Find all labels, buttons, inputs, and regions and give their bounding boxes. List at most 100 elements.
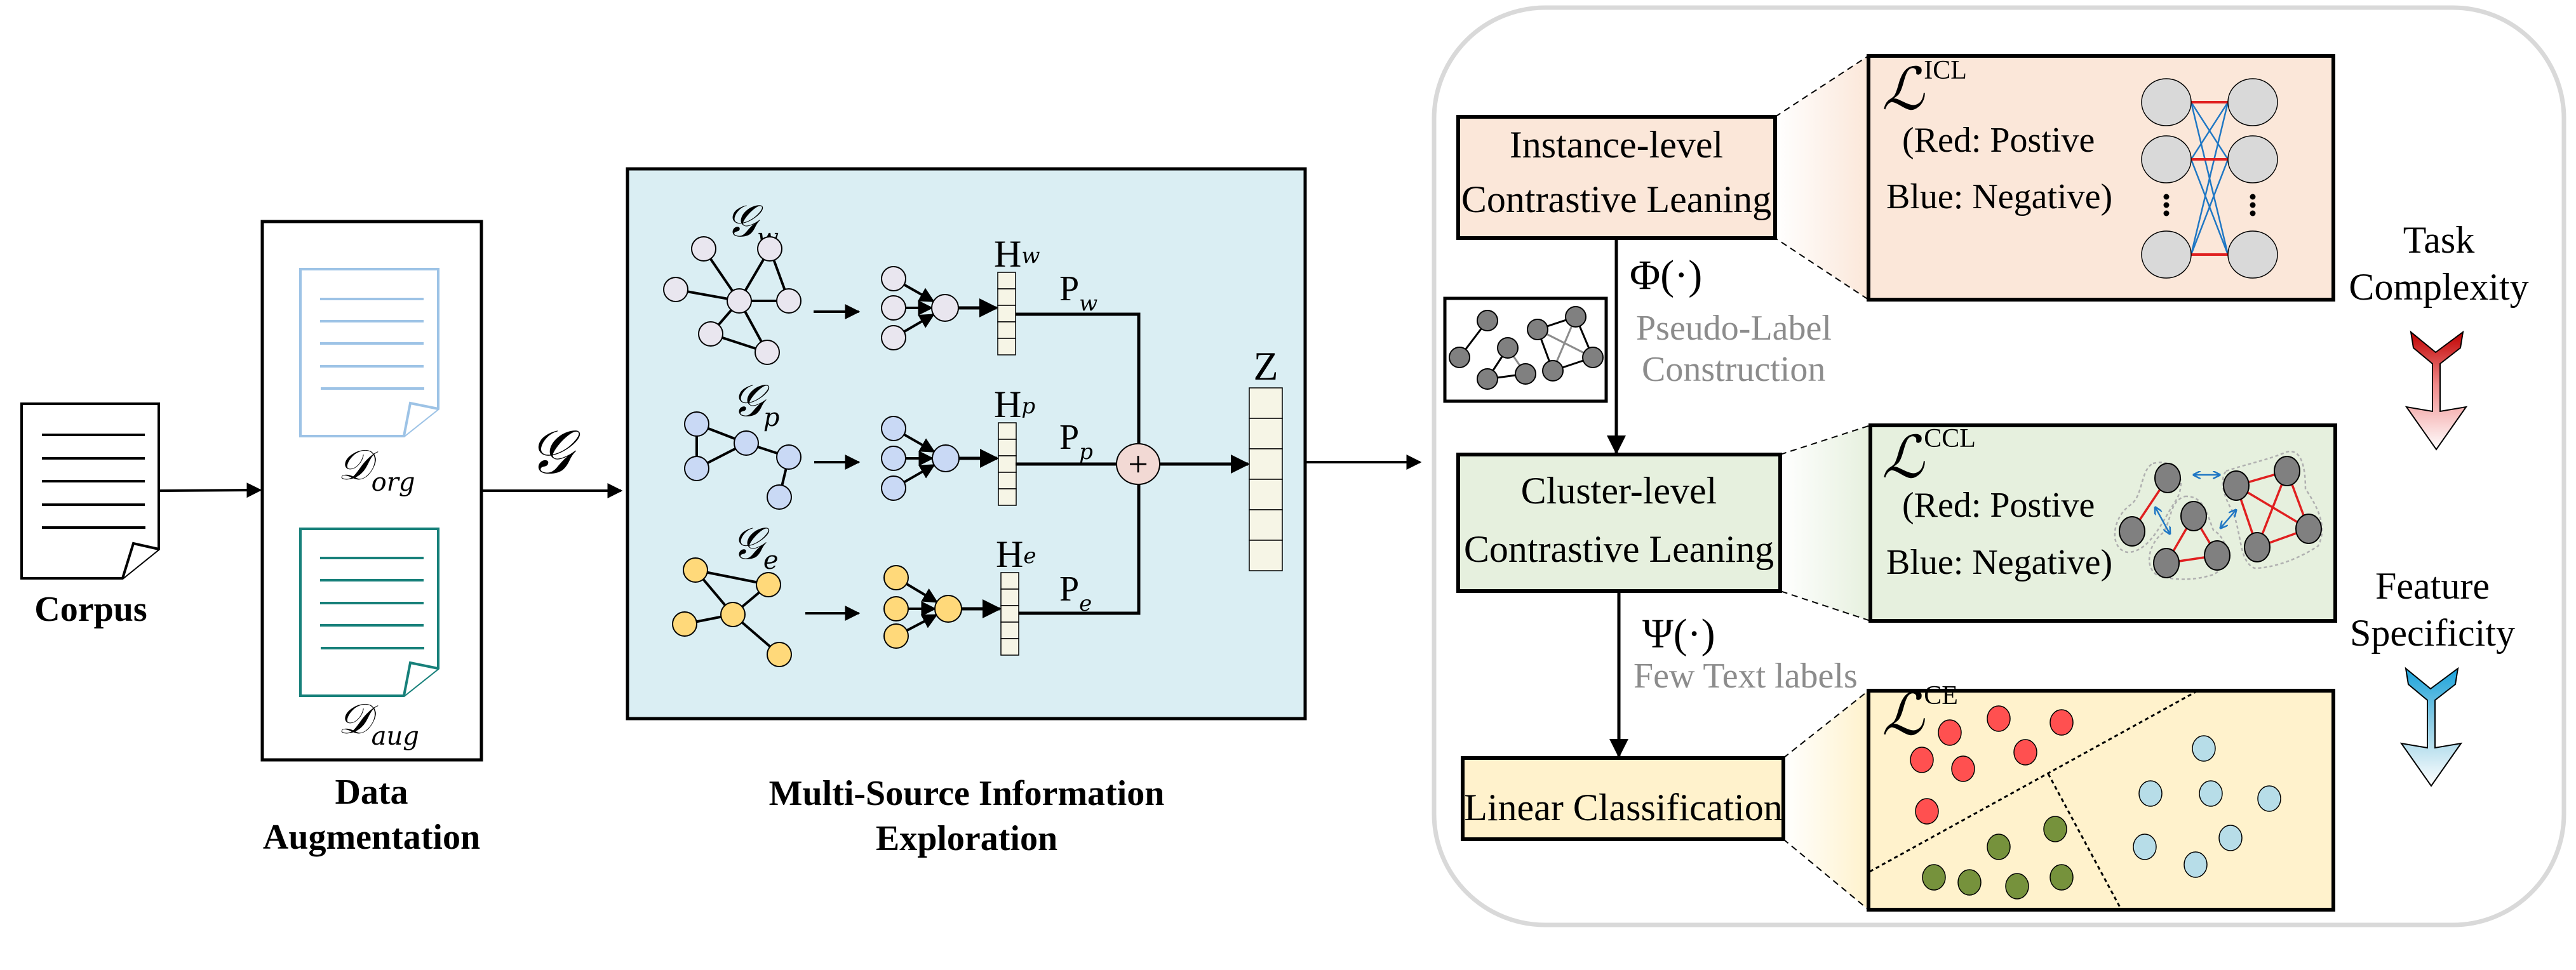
embedding-cell <box>1000 588 1019 606</box>
ce-loss-label: ℒCE <box>1882 681 1958 748</box>
ccl-loss-sup: CCL <box>1924 424 1976 453</box>
embedding-cell <box>998 472 1017 489</box>
cluster-zoom-connector <box>1780 424 1871 622</box>
exploration-caption-line2: Exploration <box>876 819 1057 858</box>
feature-specificity-line1: Feature <box>2375 565 2490 607</box>
pseudo-node <box>1527 319 1548 340</box>
graph-node <box>776 288 802 314</box>
graph-subscript: p <box>763 403 780 432</box>
cluster-hull-3 <box>2222 450 2323 569</box>
ce-detail-panel: ℒCE <box>1867 681 2335 912</box>
ce-point-blue <box>2192 735 2216 762</box>
instance-node-right <box>2227 78 2278 126</box>
p-symbol: P <box>1059 269 1079 309</box>
neighbor-node <box>881 295 906 321</box>
ce-point-red <box>1987 705 2011 732</box>
embedding-cell <box>998 488 1017 506</box>
h-symbol: H <box>996 533 1023 575</box>
embedding-cell <box>997 305 1016 322</box>
graph-node <box>756 572 781 597</box>
fusion-plus-symbol: + <box>1128 445 1148 484</box>
task-complexity-line2: Complexity <box>2349 266 2528 308</box>
ellipsis-dot <box>2163 202 2170 208</box>
aggregation-edge <box>903 433 936 453</box>
feature-specificity-arrow-icon <box>2399 667 2463 787</box>
neighbor-node <box>883 565 909 590</box>
instance-box-line2: Contrastive Leaning <box>1461 178 1771 220</box>
pseudo-node <box>1582 347 1604 368</box>
ellipsis-dot <box>2250 210 2256 216</box>
h-subscript: p <box>1021 394 1035 419</box>
p-subscript: e <box>1079 591 1092 616</box>
graph-node <box>776 444 802 470</box>
ce-point-red <box>2049 709 2074 736</box>
aggregation-edge <box>903 283 935 303</box>
instance-node-left <box>2141 230 2192 279</box>
h-p-label: Hp <box>994 383 1035 425</box>
aggregation-edge <box>903 313 935 333</box>
connector-w <box>1016 312 1141 444</box>
task-complexity-arrow-icon <box>2405 330 2468 451</box>
ce-class-points <box>1910 705 2281 900</box>
pseudo-node <box>1449 347 1470 368</box>
graph-node <box>767 642 792 667</box>
embedding-cell <box>1000 572 1019 590</box>
cluster-box-line1: Cluster-level <box>1521 470 1717 512</box>
ce-point-green <box>1922 864 1946 891</box>
graph-node <box>672 611 697 637</box>
negative-cluster-arrow <box>2221 510 2236 528</box>
pseudo-node <box>1515 363 1536 385</box>
augmentation-caption-line1: Data <box>335 773 408 812</box>
fusion-connectors <box>1016 312 1141 615</box>
ce-point-green <box>2005 873 2029 900</box>
cluster-level-box: Cluster-level Contrastive Leaning <box>1456 453 1782 593</box>
z-cell <box>1249 448 1283 480</box>
psi-symbol: Ψ(·) <box>1642 611 1715 657</box>
ce-loss-sup: CE <box>1924 681 1958 710</box>
cluster-node <box>2154 463 2181 493</box>
z-cell <box>1249 540 1283 571</box>
negative-pair-edge <box>2190 159 2229 255</box>
ccl-legend-line2: Blue: Negative) <box>1886 543 2112 582</box>
ccl-loss-label: ℒCCL <box>1882 423 1976 491</box>
graph-node <box>698 321 723 347</box>
ce-point-red <box>2013 739 2037 766</box>
linear-box-label: Linear Classification <box>1464 787 1783 828</box>
graph-arrow-label: 𝒢 <box>528 416 580 488</box>
ce-point-red <box>1910 747 1934 773</box>
neighbor-node <box>881 416 906 441</box>
corpus-document-icon <box>20 402 160 580</box>
graph-node <box>767 484 792 510</box>
icl-loss-symbol: ℒ <box>1882 55 1925 123</box>
phi-symbol: Φ(·) <box>1630 252 1702 298</box>
pseudo-label-graph <box>1449 306 1604 390</box>
neighbor-node <box>883 596 909 621</box>
augmentation-caption-line2: Augmentation <box>263 818 480 857</box>
instance-node-left <box>2141 78 2192 126</box>
fusion-plus: + <box>1116 443 1160 485</box>
ellipsis-dot <box>2163 210 2170 216</box>
embedding-cell <box>1000 621 1019 639</box>
ce-point-green <box>2043 816 2067 842</box>
doc-aug-subscript: aug <box>372 722 419 751</box>
target-node <box>932 444 960 472</box>
original-document-icon <box>299 268 439 437</box>
neighbor-node <box>881 266 906 291</box>
graph-node <box>734 430 759 456</box>
embedding-cell <box>997 288 1016 306</box>
negative-cluster-arrow <box>2156 508 2170 533</box>
icl-loss-sup: ICL <box>1924 56 1967 85</box>
icl-legend-line2: Blue: Negative) <box>1886 177 2112 216</box>
task-complexity-line1: Task <box>2403 219 2474 261</box>
cluster-node <box>2295 514 2322 544</box>
neighbor-node <box>883 623 909 649</box>
h-subscript: e <box>1023 543 1036 569</box>
aggregation-edge <box>903 463 936 484</box>
linear-classification-box: Linear Classification <box>1461 756 1785 841</box>
embedding-cell <box>997 272 1016 289</box>
instance-node-right <box>2227 230 2278 279</box>
z-cell <box>1249 387 1283 419</box>
neighbor-node <box>881 446 906 471</box>
